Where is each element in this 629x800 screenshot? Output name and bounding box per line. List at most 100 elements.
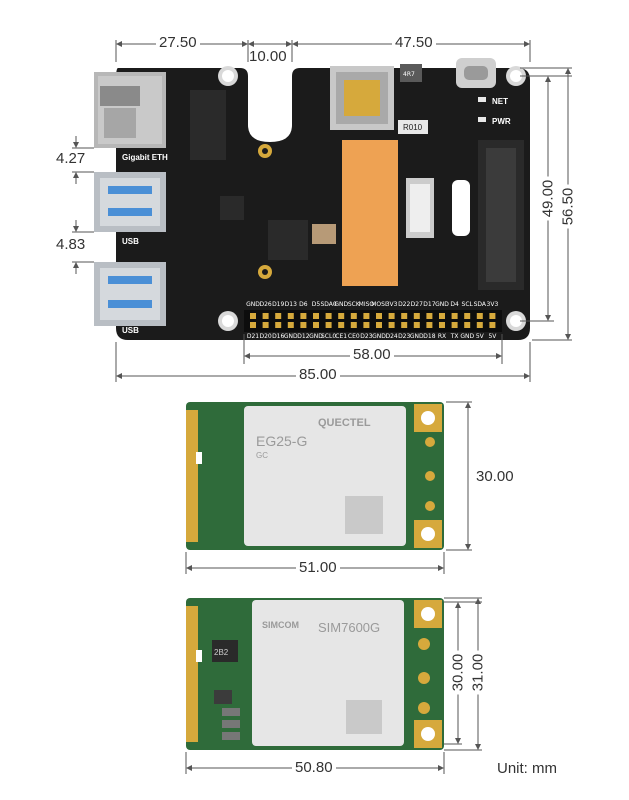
ic-chip: [212, 640, 238, 662]
gpio-pin: [401, 322, 408, 328]
ic-chip: [220, 196, 244, 220]
crystal: [312, 224, 336, 244]
gpio-pin: [376, 322, 382, 328]
header-pin-label-top: D5: [312, 301, 321, 308]
gpio-pin: [262, 313, 269, 319]
gpio-pin: [325, 313, 332, 319]
sim7600-brand: SIMCOM: [262, 620, 299, 630]
header-pin-label-bottom: D23: [398, 333, 410, 340]
gpio-pin: [338, 313, 345, 319]
header-pin-label-bottom: RX: [438, 333, 446, 340]
gpio-pin: [451, 322, 458, 328]
header-pin-label-bottom: CE1: [335, 333, 347, 340]
mounting-hole: [218, 66, 238, 86]
gpio-pin: [363, 322, 370, 328]
gpio-pin: [439, 313, 445, 319]
header-pin-label-bottom: D12: [297, 333, 309, 340]
dim-sim-width: 50.80: [292, 759, 336, 776]
header-pin-label-top: SDA0: [320, 301, 336, 308]
header-pin-label-top: D6: [299, 301, 308, 308]
gpio-pin: [376, 313, 382, 319]
header-pin-label-bottom: D18: [423, 333, 435, 340]
gpio-pin: [464, 313, 471, 319]
ethernet-port: [94, 72, 166, 148]
gpio-pin: [464, 322, 471, 328]
header-pin-label-top: D13: [285, 301, 297, 308]
usb-label-lower: USB: [122, 326, 139, 335]
header-pin-label-bottom: GND: [460, 333, 474, 340]
header-pin-label-bottom: SCL0: [321, 333, 336, 340]
gpio-pin: [313, 322, 319, 328]
qr-code: [346, 700, 382, 734]
gpio-pin: [350, 322, 357, 328]
main-controller-chip: [268, 220, 308, 260]
gpio-pin: [413, 322, 420, 328]
eg25-brand: QUECTEL: [318, 417, 371, 429]
header-pin-label-top: D4: [450, 301, 459, 308]
qr-code: [345, 496, 383, 534]
dim-sim-height-inner: 30.00: [449, 650, 467, 695]
header-pin-label-top: SCL: [462, 301, 474, 308]
header-pin-label-top: D19: [272, 301, 284, 308]
dim-hat-total-width: 85.00: [296, 366, 340, 383]
edge-connector: [186, 606, 198, 742]
gpio-pin: [476, 322, 483, 328]
dim-sim-height-total: 31.00: [469, 650, 487, 695]
ethernet-label: Gigabit ETH: [122, 153, 168, 162]
header-pin-label-top: 3V3: [487, 301, 499, 308]
dim-hat-top-left: 27.50: [156, 34, 200, 51]
gpio-pin: [439, 322, 445, 328]
gpio-pin: [388, 313, 395, 319]
header-pin-label-top: D17: [423, 301, 435, 308]
header-pin-label-top: D27: [411, 301, 423, 308]
sim7600-marking: 2B2: [214, 648, 229, 657]
gpio-pin: [287, 313, 294, 319]
mounting-hole: [506, 66, 526, 86]
dim-eg25-width: 51.00: [296, 559, 340, 576]
inductor-code: 4R7: [403, 71, 415, 78]
header-pin-label-top: MISO: [359, 301, 375, 308]
header-pin-label-top: SCK: [348, 301, 361, 308]
unit-label: Unit: mm: [497, 760, 557, 777]
header-pin-label-top: MOSI: [371, 301, 387, 308]
dim-eg25-height: 30.00: [476, 468, 514, 485]
header-pin-label-top: D22: [398, 301, 410, 308]
gpio-pin: [250, 322, 256, 328]
gpio-pin: [325, 322, 332, 328]
usb-port-lower: [94, 262, 166, 326]
sim7600-module: 2B2 SIMCOM SIM7600G: [186, 598, 444, 750]
gpio-pin: [313, 313, 319, 319]
gpio-pins: [250, 313, 496, 328]
header-pin-label-top: SDA: [474, 301, 487, 308]
sim7600-model: SIM7600G: [318, 620, 380, 635]
gpio-pin: [426, 313, 433, 319]
header-pin-label-bottom: GND: [284, 333, 298, 340]
gpio-pin: [275, 322, 282, 328]
edge-connector: [186, 410, 198, 542]
dim-hat-top-right: 47.50: [392, 34, 436, 51]
antenna-connectors: [414, 404, 442, 548]
header-pin-label-top: 3V3: [386, 301, 398, 308]
gpio-pin: [338, 322, 345, 328]
eg25-variant: GC: [256, 451, 268, 460]
dim-header-width: 58.00: [350, 346, 394, 363]
dim-hat-height-total: 56.50: [559, 184, 577, 229]
header-pin-label-bottom: GND: [410, 333, 424, 340]
header-pin-label-bottom: D20: [259, 333, 271, 340]
header-pin-label-bottom: GND: [372, 333, 386, 340]
gpio-pin: [388, 322, 395, 328]
header-pin-label-top: GND: [334, 301, 348, 308]
header-pin-label-top: GND: [435, 301, 449, 308]
gpio-pin: [287, 322, 294, 328]
dim-gap-eth-usb: 4.27: [56, 150, 86, 167]
header-pin-label-bottom: D24: [385, 333, 397, 340]
header-pin-label-bottom: D21: [247, 333, 259, 340]
gpio-pin: [489, 322, 496, 328]
sim-card-slot: [330, 66, 394, 130]
header-pin-label-bottom: D16: [272, 333, 284, 340]
header-pin-label-bottom: 5V: [488, 333, 497, 340]
ic-chip: [190, 90, 226, 160]
dim-gap-usb-usb: 4.83: [56, 236, 86, 253]
usb-label-upper: USB: [122, 237, 139, 246]
